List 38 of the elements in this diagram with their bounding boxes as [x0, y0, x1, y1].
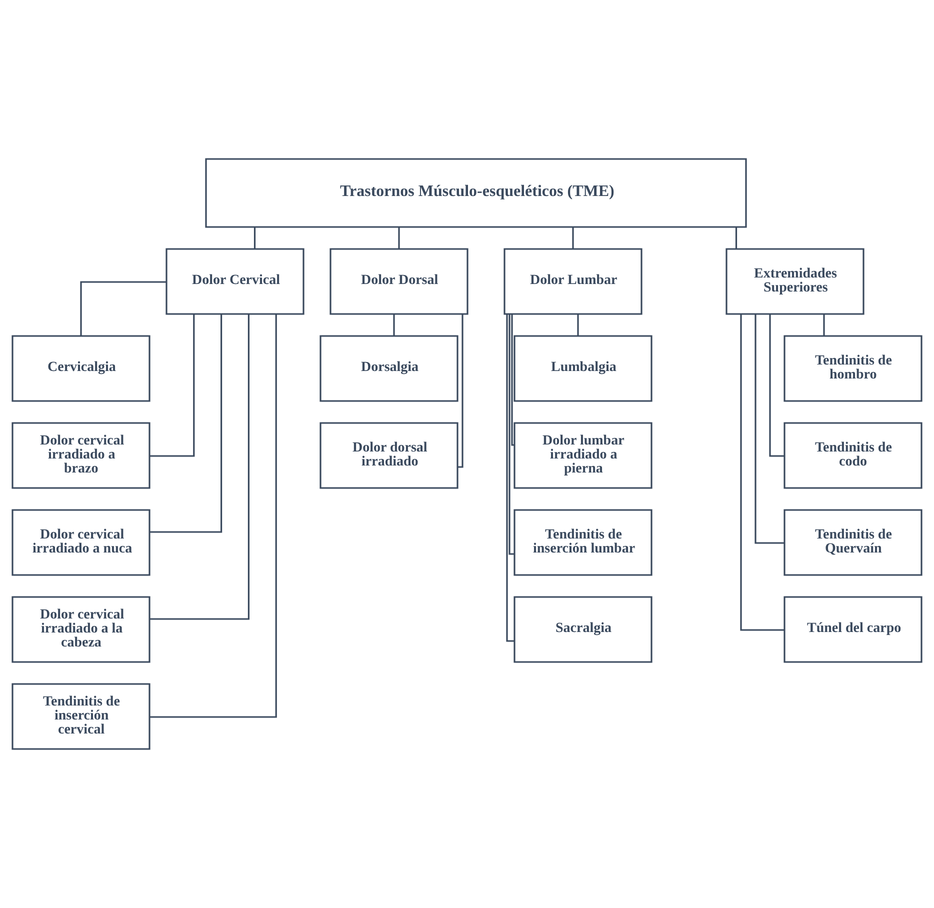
- node-box: Dolor cervical irradiado a brazo: [12, 422, 150, 489]
- node-box: Dolor dorsal irradiado: [320, 422, 458, 489]
- node-box: Dolor Lumbar: [504, 248, 642, 315]
- connector: [508, 314, 514, 555]
- connector: [740, 314, 784, 631]
- connector: [254, 227, 256, 249]
- connector: [458, 314, 464, 468]
- connector: [150, 314, 222, 533]
- connector: [398, 227, 400, 249]
- node-box: Tendinitis de inserción lumbar: [514, 509, 652, 576]
- connector: [150, 314, 277, 718]
- node-box: Cervicalgia: [12, 335, 150, 402]
- node-box: Dolor Dorsal: [330, 248, 468, 315]
- node-box: Tendinitis de hombro: [784, 335, 922, 402]
- node-box: Dolor cervical irradiado a nuca: [12, 509, 150, 576]
- connector: [735, 227, 738, 249]
- node-box: Tendinitis de inserción cervical: [12, 683, 150, 750]
- connector: [150, 314, 195, 457]
- node-box: Trastornos Músculo-esqueléticos (TME): [205, 158, 747, 228]
- node-box: Tendinitis de codo: [784, 422, 922, 489]
- node-box: Dolor Cervical: [166, 248, 304, 315]
- node-box: Tendinitis de Quervaín: [784, 509, 922, 576]
- connector: [577, 314, 579, 336]
- node-box: Extremidades Superiores: [726, 248, 864, 315]
- node-box: Túnel del carpo: [784, 596, 922, 663]
- connector: [393, 314, 395, 336]
- connector: [80, 281, 166, 336]
- connector: [506, 314, 514, 642]
- connector: [823, 314, 825, 336]
- node-box: Dolor cervical irradiado a la cabeza: [12, 596, 150, 663]
- connector: [754, 314, 784, 544]
- connector: [572, 227, 574, 249]
- node-box: Lumbalgia: [514, 335, 652, 402]
- connector: [511, 314, 514, 446]
- connector: [150, 314, 250, 620]
- node-box: Dorsalgia: [320, 335, 458, 402]
- node-box: Sacralgia: [514, 596, 652, 663]
- node-box: Dolor lumbar irradiado a pierna: [514, 422, 652, 489]
